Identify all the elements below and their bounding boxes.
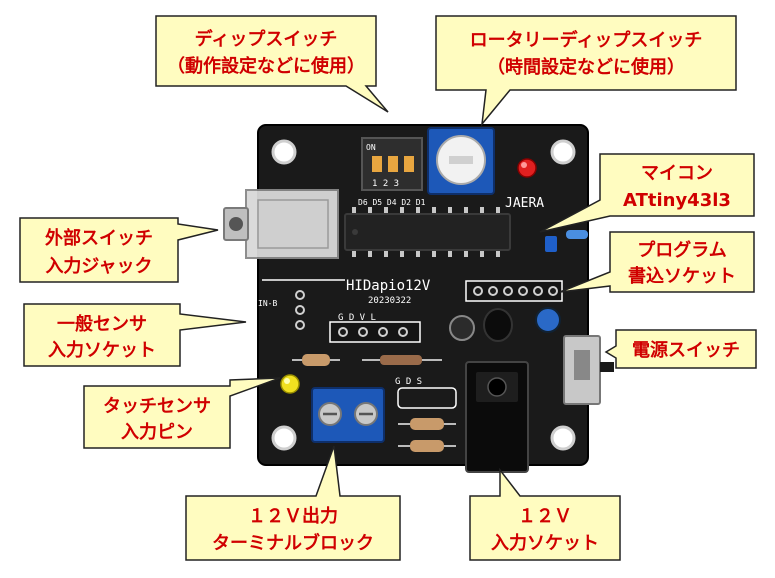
capacitor [449,315,475,341]
callout-dip-switch: ディップスイッチ （動作設定などに使用） [155,15,389,113]
mcu-chip [344,207,511,257]
red-led [517,158,537,178]
voltage-regulator [483,308,513,342]
brand-label: JAERA [505,196,544,211]
callout-out12v-line2: ターミナルブロック [212,532,374,554]
callout-12v-out: １２Ｖ出力 ターミナルブロック [185,445,401,561]
side-pins [295,290,305,330]
resistor [566,230,588,239]
dip-switch: ON 1 2 3 [361,137,423,191]
blue-capacitor [535,307,561,333]
callout-touch-line2: 入力ピン [121,422,193,443]
callout-rotary-line2: （時間設定などに使用） [487,56,685,78]
callout-mcu: マイコン ATtiny43l3 [539,153,755,233]
pin-labels-row: D6 D5 D4 D2 D1 [358,198,426,207]
mosfet-labels: G D S [395,377,422,387]
callout-ext-line1: 外部スイッチ [45,227,153,249]
callout-prog-line1: プログラム [637,239,726,261]
dc-jack [465,361,529,473]
yellow-led [280,374,300,394]
small-capacitor [545,236,557,252]
callout-ext-switch: 外部スイッチ 入力ジャック [19,217,219,283]
callout-in12v-line1: １２Ｖ [518,506,572,527]
power-switch [563,335,614,405]
terminal-block [311,387,385,443]
callout-power-switch: 電源スイッチ [604,329,757,369]
sensor-header [329,321,421,343]
in-label: IN-B [258,299,277,308]
callout-12v-in: １２Ｖ 入力ソケット [469,467,621,561]
callout-in12v-line2: 入力ソケット [491,533,599,554]
model-label: HIDapio12V [346,278,431,294]
callout-dip-line2: （動作設定などに使用） [167,55,365,77]
callout-mcu-line1: マイコン [641,163,713,184]
resistor-row [292,354,456,452]
dip-number-labels: 1 2 3 [372,179,399,189]
callout-power-line1: 電源スイッチ [632,339,740,361]
callout-touch-line1: タッチセンサ [103,396,211,417]
audio-jack [223,189,339,259]
callout-sensor-line2: 入力ソケット [48,340,156,361]
callout-prog-line2: 書込ソケット [628,266,736,287]
rotary-dip-switch [427,127,495,195]
callout-sensor-line1: 一般センサ [57,313,147,335]
callout-ext-line2: 入力ジャック [45,256,152,277]
sensor-header-labels: G D V L [338,313,376,323]
callout-sensor: 一般センサ 入力ソケット [23,303,247,367]
callout-touch: タッチセンサ 入力ピン [83,377,281,449]
mosfet-footprint [397,387,457,409]
callout-prog-socket: プログラム 書込ソケット [559,231,755,293]
callout-rotary: ロータリーディップスイッチ （時間設定などに使用） [435,15,737,127]
callout-out12v-line1: １２Ｖ出力 [248,505,338,527]
callout-mcu-line2: ATtiny43l3 [623,190,731,211]
mounting-holes [271,139,576,451]
date-label: 20230322 [368,296,411,306]
programming-header [465,280,563,302]
callout-dip-line1: ディップスイッチ [195,28,338,50]
dip-on-label: ON [366,143,376,152]
callout-rotary-line1: ロータリーディップスイッチ [470,29,703,51]
